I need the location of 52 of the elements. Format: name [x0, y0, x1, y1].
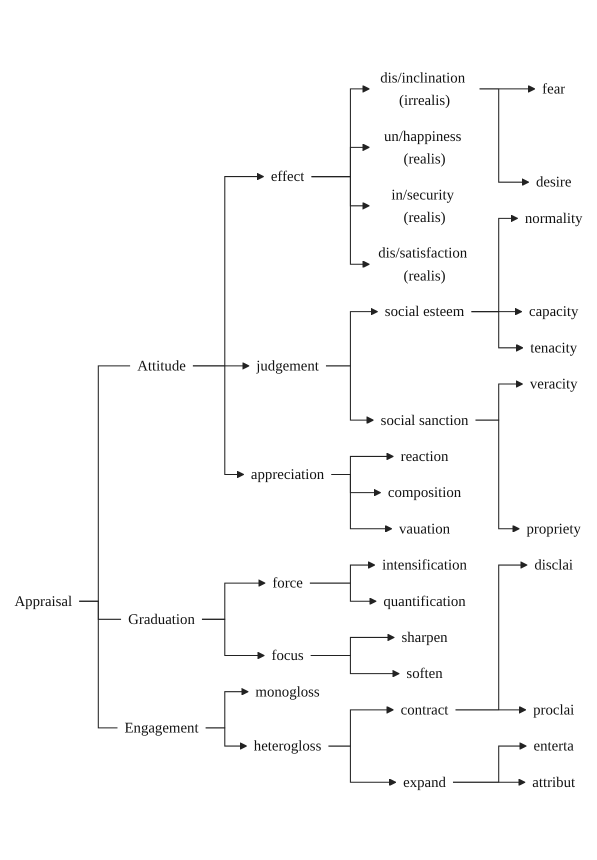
node-text: force	[272, 574, 303, 592]
node-text: enterta	[534, 738, 574, 754]
node-text: reaction	[400, 448, 448, 464]
node-text: un/happiness (realis)	[384, 128, 462, 167]
arrow	[475, 420, 520, 533]
node-text: disclai	[534, 556, 574, 574]
node-text: proclai	[533, 701, 574, 718]
node-text: desire	[536, 174, 572, 190]
arrow	[310, 582, 377, 606]
node-text: normality	[524, 210, 583, 226]
arrow	[206, 727, 248, 750]
arrow	[192, 365, 244, 478]
node-text: Attitude	[137, 357, 186, 374]
node-text: expand	[403, 774, 446, 790]
arrow	[471, 311, 524, 352]
arrow	[202, 618, 265, 660]
node-text: attribut	[532, 774, 576, 790]
arrow	[310, 654, 400, 678]
arrow	[331, 474, 392, 533]
node-text: tenacity	[530, 339, 578, 356]
node-text: dis/inclination (irrealis)	[380, 69, 466, 108]
node-text: contract	[400, 701, 448, 718]
node-text: monogloss	[255, 683, 320, 700]
node-text: composition	[388, 484, 462, 501]
arrow	[480, 88, 530, 186]
node-text: judgement	[256, 357, 319, 374]
arrow	[452, 778, 526, 786]
node-text: social sanction	[380, 412, 468, 428]
node-text: focus	[272, 646, 304, 664]
node-text: quantification	[383, 592, 466, 610]
arrow	[328, 746, 396, 786]
node-text: in/security (realis)	[391, 186, 454, 225]
node-text: propriety	[526, 520, 581, 537]
node-text: veracity	[530, 375, 578, 392]
node-text: social esteem	[384, 303, 464, 320]
node-text: vauation	[399, 520, 450, 537]
arrow	[326, 365, 374, 424]
node-text: sharpen	[401, 628, 448, 646]
node-text: Appraisal	[14, 592, 72, 610]
node-text: Engagement	[124, 719, 199, 736]
arrow	[311, 176, 370, 268]
connector	[79, 600, 118, 728]
node-text: fear	[542, 80, 566, 97]
node-text: intensification	[382, 556, 467, 574]
node-text: effect	[270, 168, 304, 185]
node-text: appreciation	[250, 466, 324, 483]
node-text: capacity	[528, 303, 578, 320]
node-text: heterogloss	[254, 738, 322, 754]
node-text: Graduation	[128, 610, 195, 628]
node-text: dis/satisfaction (realis)	[378, 244, 468, 284]
node-text: soften	[406, 665, 443, 682]
arrow	[455, 706, 526, 714]
